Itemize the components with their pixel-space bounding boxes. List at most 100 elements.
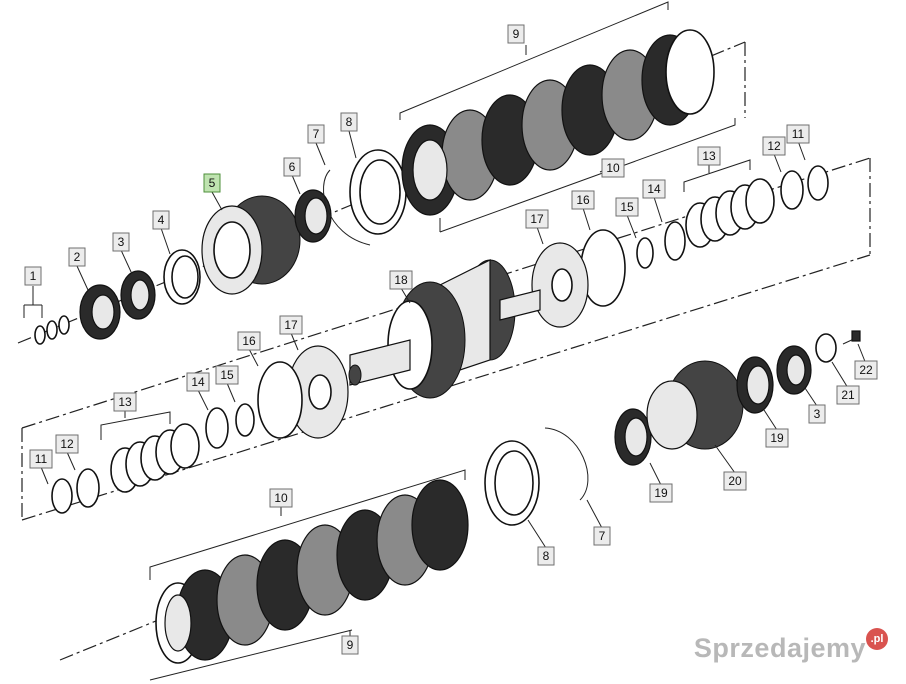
callout-11-left-text: 11 (35, 452, 48, 466)
part-8-plate-bottom (484, 440, 540, 526)
part-9-disc-pack-top (401, 29, 715, 216)
part-17-piston-left (287, 345, 349, 439)
part-21-washer (815, 333, 837, 363)
callout-14-right-text: 14 (647, 182, 661, 196)
callout-21-text: 21 (841, 388, 855, 402)
part-8-plate-top (349, 149, 407, 235)
callout-12-left-text: 12 (60, 437, 74, 451)
watermark-badge: .pl (866, 628, 888, 650)
callout-10-bottom[interactable]: 10 (269, 488, 293, 508)
part-15-ring-left (235, 403, 255, 437)
callout-16-right-text: 16 (576, 193, 590, 207)
callout-8-bottom[interactable]: 8 (537, 546, 555, 566)
callout-5[interactable]: 5 (203, 173, 221, 193)
callout-13-right[interactable]: 13 (697, 146, 721, 166)
callout-7-top[interactable]: 7 (307, 124, 325, 144)
part-9-disc-pack-bottom (155, 479, 469, 664)
callout-13-right-text: 13 (702, 149, 716, 163)
callout-10-top[interactable]: 10 (601, 158, 625, 178)
callout-22-text: 22 (859, 363, 873, 377)
callout-7-bottom-text: 7 (599, 529, 606, 543)
part-16-ring-left (257, 361, 303, 439)
callout-14-left[interactable]: 14 (186, 372, 210, 392)
callout-8-top[interactable]: 8 (340, 112, 358, 132)
callout-15-right-text: 15 (620, 200, 634, 214)
callout-14-right[interactable]: 14 (642, 179, 666, 199)
callout-11-left[interactable]: 11 (29, 449, 53, 469)
callout-11-right[interactable]: 11 (786, 124, 810, 144)
callout-1[interactable]: 1 (24, 266, 42, 286)
part-1-orings (34, 315, 70, 345)
part-13-spring-right (685, 178, 775, 248)
callout-20[interactable]: 20 (723, 471, 747, 491)
callout-18-text: 18 (394, 273, 408, 287)
watermark-text: Sprzedajemy (693, 633, 866, 663)
callout-3-right-text: 3 (814, 407, 821, 421)
part-5-gear (201, 195, 301, 295)
callout-9-top-text: 9 (513, 27, 520, 41)
callout-9-bottom-text: 9 (347, 638, 354, 652)
callout-18[interactable]: 18 (389, 270, 413, 290)
callout-15-left[interactable]: 15 (215, 365, 239, 385)
callout-16-left[interactable]: 16 (237, 331, 261, 351)
callout-3-text: 3 (118, 235, 125, 249)
callout-17-left-text: 17 (284, 318, 298, 332)
callout-19-left-text: 19 (654, 486, 668, 500)
part-14-ring-left (205, 407, 229, 449)
callout-12-right[interactable]: 12 (762, 136, 786, 156)
callout-13-left[interactable]: 13 (113, 392, 137, 412)
callout-20-text: 20 (728, 474, 742, 488)
part-12-ring-right (780, 170, 804, 210)
callout-6[interactable]: 6 (283, 157, 301, 177)
callout-labels: 1 2 3 4 5 6 7 8 9 10 11 12 13 14 15 16 1… (24, 24, 878, 655)
callout-16-left-text: 16 (242, 334, 256, 348)
part-2-bearing (79, 284, 121, 340)
callout-14-left-text: 14 (191, 375, 205, 389)
callout-19-left[interactable]: 19 (649, 483, 673, 503)
callout-12-left[interactable]: 12 (55, 434, 79, 454)
part-11-snapring-left (51, 478, 73, 514)
part-17-piston-right (531, 242, 589, 328)
part-15-ring-right (636, 237, 654, 269)
callout-6-text: 6 (289, 160, 296, 174)
part-3-bearing-cone (120, 270, 156, 320)
callout-17-right[interactable]: 17 (525, 209, 549, 229)
part-13-spring-left (110, 423, 200, 493)
part-19-seal-left (614, 408, 652, 466)
callout-2[interactable]: 2 (68, 247, 86, 267)
callout-17-left[interactable]: 17 (279, 315, 303, 335)
callout-3-right[interactable]: 3 (808, 404, 826, 424)
callout-9-bottom[interactable]: 9 (341, 635, 359, 655)
callout-15-right[interactable]: 15 (615, 197, 639, 217)
watermark-logo: Sprzedajemy (694, 633, 866, 664)
callout-5-text: 5 (209, 176, 216, 190)
callout-8-top-text: 8 (346, 115, 353, 129)
part-11-snapring-right (807, 165, 829, 201)
callout-9-top[interactable]: 9 (507, 24, 525, 44)
callout-21[interactable]: 21 (836, 385, 860, 405)
callout-11-right-text: 11 (792, 127, 805, 141)
callout-2-text: 2 (74, 250, 81, 264)
callout-12-right-text: 12 (767, 139, 781, 153)
part-12-ring-left (76, 468, 100, 508)
callout-19-right[interactable]: 19 (765, 428, 789, 448)
callout-15-left-text: 15 (220, 368, 234, 382)
part-6-seal (294, 189, 332, 243)
callout-3[interactable]: 3 (112, 232, 130, 252)
part-3-bearing-right (776, 345, 812, 395)
callout-19-right-text: 19 (770, 431, 784, 445)
callout-10-bottom-text: 10 (274, 491, 288, 505)
callout-16-right[interactable]: 16 (571, 190, 595, 210)
leader-lines (23, 1, 867, 681)
part-14-ring-right (664, 221, 686, 261)
callout-7-bottom[interactable]: 7 (593, 526, 611, 546)
callout-7-top-text: 7 (313, 127, 320, 141)
callout-17-right-text: 17 (530, 212, 544, 226)
callout-22[interactable]: 22 (854, 360, 878, 380)
watermark-suffix: .pl (870, 633, 884, 645)
callout-1-text: 1 (30, 269, 37, 283)
callout-10-top-text: 10 (606, 161, 620, 175)
part-4-ring (163, 249, 201, 305)
callout-4[interactable]: 4 (152, 210, 170, 230)
